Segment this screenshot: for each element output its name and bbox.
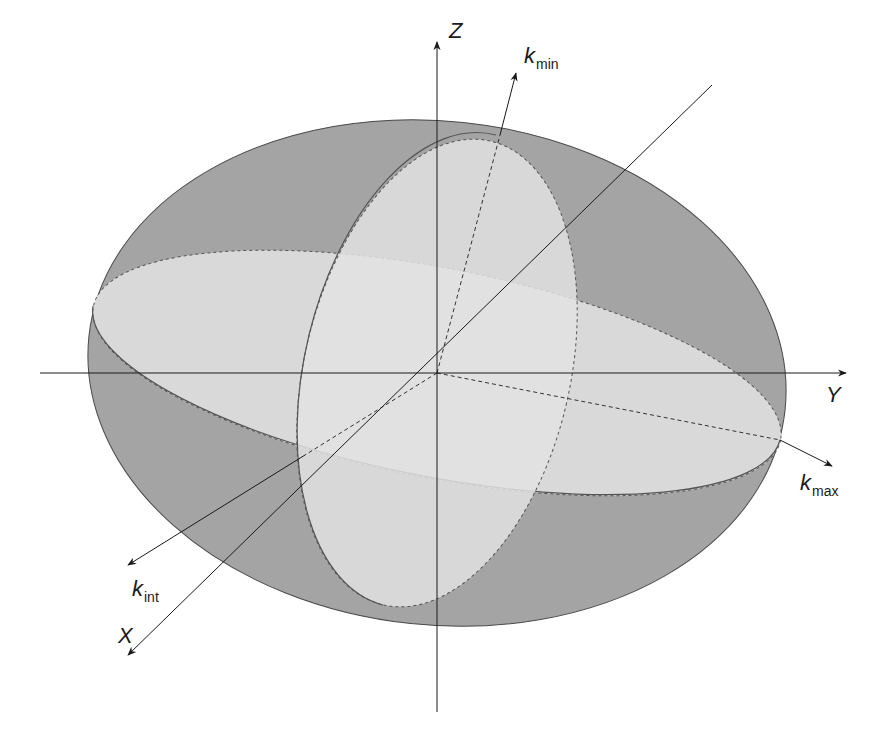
kmax-axis-hidden <box>437 373 780 440</box>
z-axis-label: Z <box>449 20 462 42</box>
x-axis <box>128 85 712 655</box>
plane-edge <box>297 133 496 605</box>
x-axis-label: X <box>118 625 133 647</box>
z-axis <box>437 42 438 712</box>
kmin-axis <box>500 73 516 135</box>
y-axis-label: Y <box>826 384 841 406</box>
kmax-axis <box>780 440 832 466</box>
kint-axis-hidden <box>305 373 437 455</box>
kint-axis <box>128 455 305 565</box>
kmin-axis-hidden <box>437 135 500 373</box>
kmax-label: kmax <box>800 472 838 494</box>
y-axis <box>40 373 846 374</box>
kint-label: kint <box>132 578 159 600</box>
kmin-label: kmin <box>524 45 559 67</box>
